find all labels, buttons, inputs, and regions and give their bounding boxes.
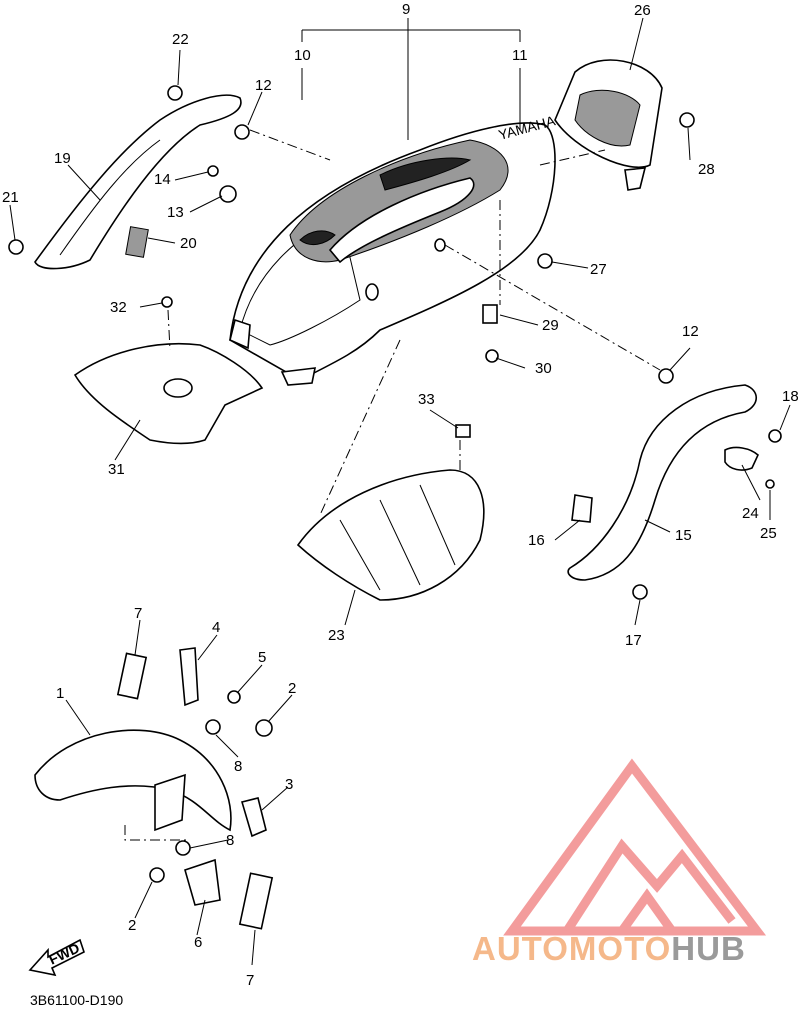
assembly-lines <box>124 129 661 841</box>
fwd-label: FWD <box>46 940 82 968</box>
callout-26: 26 <box>634 2 651 19</box>
callout-24: 24 <box>742 505 759 522</box>
callout-20: 20 <box>180 235 197 252</box>
callout-6: 6 <box>194 934 202 951</box>
callout-33: 33 <box>418 391 435 408</box>
callout-29: 29 <box>542 317 559 334</box>
callout-15: 15 <box>675 527 692 544</box>
callout-23: 23 <box>328 627 345 644</box>
callout-11: 11 <box>512 47 528 64</box>
fwd-arrow-icon: FWD <box>28 938 85 977</box>
automotohub-logo-text: AUTOMOTOHUB <box>472 930 746 968</box>
brand-hub: HUB <box>671 930 746 967</box>
callout-18: 18 <box>782 388 799 405</box>
leader-lines <box>9 17 791 966</box>
mud-flap <box>73 342 264 445</box>
callout-30: 30 <box>535 360 552 377</box>
callout-2-top: 2 <box>288 680 296 697</box>
tail-light <box>554 59 663 191</box>
callout-31: 31 <box>108 461 125 478</box>
callout-13: 13 <box>167 204 184 221</box>
callout-16: 16 <box>528 532 545 549</box>
right-grab-bar <box>567 384 759 581</box>
callout-9: 9 <box>402 1 410 18</box>
callout-7-top: 7 <box>134 605 142 622</box>
callout-7-bottom: 7 <box>246 972 254 989</box>
brand-auto: AUTO <box>472 930 569 967</box>
callout-32: 32 <box>110 299 127 316</box>
callout-22: 22 <box>172 31 189 48</box>
callout-8-top: 8 <box>234 758 242 775</box>
diagram-code: 3B61100-D190 <box>30 992 123 1008</box>
automotohub-triangle-icon <box>503 758 767 936</box>
callout-8-bottom: 8 <box>226 832 234 849</box>
callout-4: 4 <box>212 619 220 636</box>
left-grab-bar <box>34 94 242 270</box>
hardware <box>8 85 782 883</box>
front-fender <box>34 647 274 930</box>
callout-5: 5 <box>258 649 266 666</box>
callout-12-top: 12 <box>255 77 272 94</box>
callout-21: 21 <box>2 189 19 206</box>
callout-28: 28 <box>698 161 715 178</box>
callout-labels: 9 10 11 26 22 12 19 14 13 20 21 28 27 32… <box>2 1 799 989</box>
callout-1: 1 <box>56 685 64 702</box>
callout-19: 19 <box>54 150 71 167</box>
rear-fender: YAMAHA <box>229 112 558 386</box>
callout-17: 17 <box>625 632 642 649</box>
callout-25: 25 <box>760 525 777 542</box>
callout-14: 14 <box>154 171 171 188</box>
callout-12-right: 12 <box>682 323 699 340</box>
callout-3: 3 <box>285 776 293 793</box>
callout-2-bottom: 2 <box>128 917 136 934</box>
brand-moto: MOTO <box>568 930 672 967</box>
callout-27: 27 <box>590 261 607 278</box>
inner-fender <box>296 469 485 601</box>
callout-10: 10 <box>294 47 311 64</box>
